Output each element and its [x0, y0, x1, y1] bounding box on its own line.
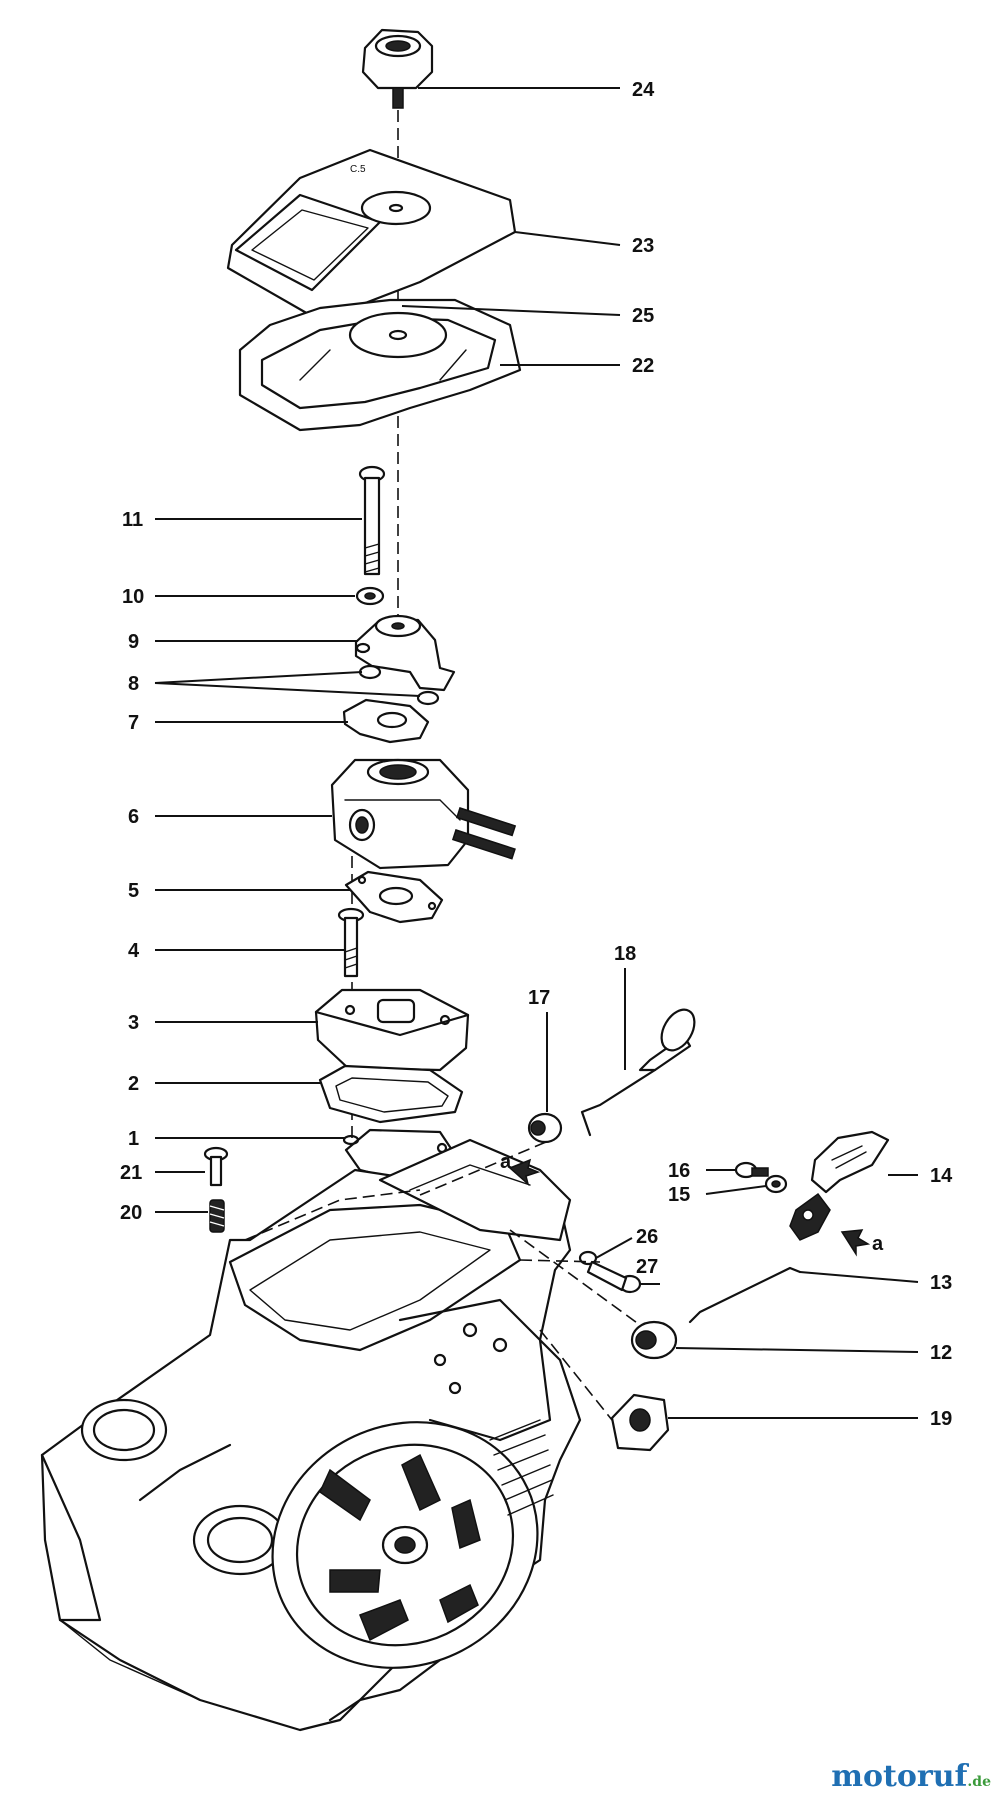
- label-19: 19: [930, 1408, 952, 1430]
- part-22-filter-base: [238, 298, 522, 432]
- part-18-throttle-rod: [580, 1008, 696, 1137]
- part-13-wire: [688, 1266, 802, 1324]
- part-21-screw: [203, 1146, 229, 1187]
- part-19-mount: [610, 1393, 670, 1452]
- label-18: 18: [614, 943, 636, 965]
- crankcase-housing: [40, 1138, 582, 1732]
- part-3-spacer: [314, 988, 470, 1072]
- part-20-spring: [209, 1199, 225, 1233]
- part-labels: 24 23 25 22 11 10 9 8 7 6 5 4 3 2 1 21 2…: [120, 79, 953, 1430]
- label-a-right: a: [872, 1233, 884, 1255]
- label-23: 23: [632, 235, 654, 257]
- watermark-tld: .de: [967, 1774, 991, 1790]
- label-2: 2: [128, 1073, 139, 1095]
- label-17: 17: [528, 987, 550, 1009]
- assembly-arrow-a-right: [840, 1229, 871, 1257]
- label-a-top: a: [500, 1151, 512, 1173]
- part-14-throttle-trigger: [789, 1130, 890, 1241]
- label-24: 24: [632, 79, 655, 101]
- label-27: 27: [636, 1256, 658, 1278]
- label-7: 7: [128, 712, 139, 734]
- part-23-filter-cover: C.5: [226, 148, 517, 317]
- label-4: 4: [128, 940, 140, 962]
- label-5: 5: [128, 880, 139, 902]
- label-10: 10: [122, 586, 144, 608]
- label-25: 25: [632, 305, 654, 327]
- part-17-grommet: [527, 1112, 563, 1144]
- label-12: 12: [930, 1342, 952, 1364]
- part-12-grommet: [630, 1320, 678, 1360]
- watermark-brand: motoruf: [831, 1759, 968, 1794]
- label-20: 20: [120, 1202, 142, 1224]
- label-21: 21: [120, 1162, 142, 1184]
- part-27-bolt: [586, 1260, 642, 1294]
- label-26: 26: [636, 1226, 658, 1248]
- part-4-screw: [337, 907, 365, 978]
- label-6: 6: [128, 806, 139, 828]
- part-2-gasket: [318, 1064, 464, 1124]
- label-8: 8: [128, 673, 139, 695]
- label-22: 22: [632, 355, 654, 377]
- leader-lines: [154, 87, 919, 1419]
- label-3: 3: [128, 1012, 139, 1034]
- label-14: 14: [930, 1165, 953, 1187]
- part-9-bracket: [354, 614, 456, 692]
- part-11-long-screw: [358, 465, 386, 576]
- label-11: 11: [122, 509, 143, 531]
- part-5-gasket: [344, 870, 444, 924]
- part-10-washer: [355, 586, 385, 606]
- part-8-nuts: [358, 664, 440, 706]
- part-7-gasket: [342, 698, 430, 744]
- assembly-arrow-a-top: [508, 1158, 541, 1187]
- label-9: 9: [128, 631, 139, 653]
- watermark-logo: motoruf.de: [831, 1759, 991, 1794]
- label-16: 16: [668, 1160, 690, 1182]
- part-15-washer: [764, 1174, 788, 1194]
- svg-text:C.5: C.5: [350, 164, 366, 175]
- part-24-knob: [361, 28, 434, 109]
- part-16-screw: [734, 1161, 769, 1179]
- part-6-carburetor: [330, 758, 517, 870]
- label-1: 1: [128, 1128, 139, 1150]
- label-13: 13: [930, 1272, 952, 1294]
- label-15: 15: [668, 1184, 690, 1206]
